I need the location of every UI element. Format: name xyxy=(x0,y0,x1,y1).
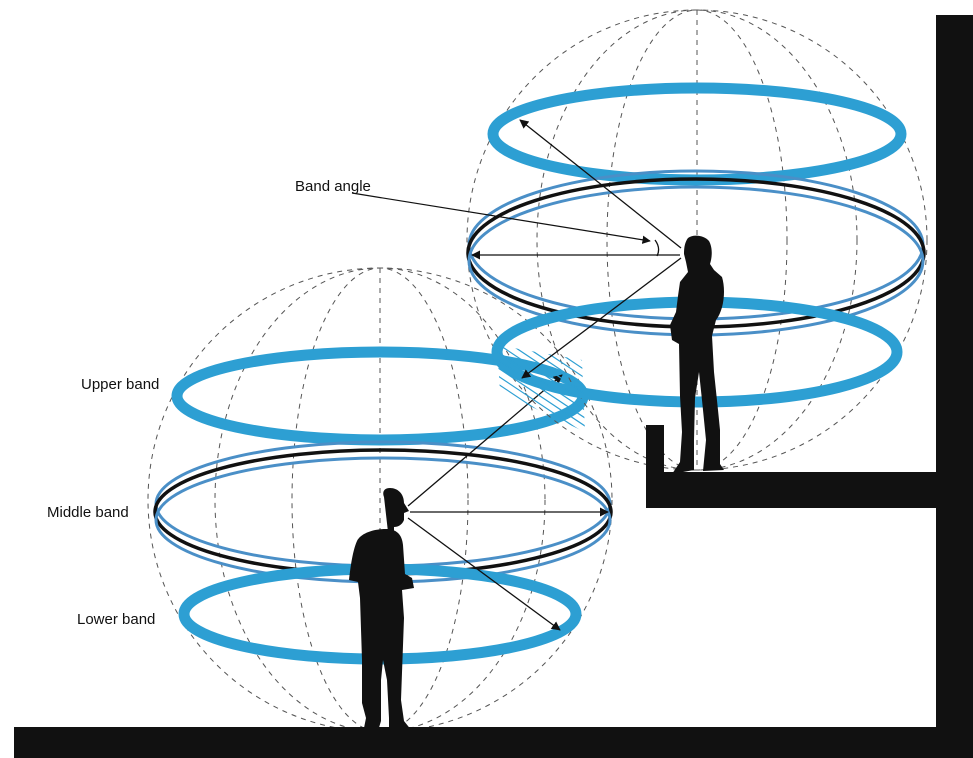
lower-sphere-upper-band xyxy=(171,346,589,446)
middle-band-label: Middle band xyxy=(47,504,129,521)
man-silhouette-icon xyxy=(349,488,414,731)
band-angle-label: Band angle xyxy=(295,178,371,195)
woman-sight-lines xyxy=(471,119,682,379)
man-sight-lines xyxy=(407,374,609,631)
mezzanine-floor xyxy=(646,472,973,508)
woman-silhouette-icon xyxy=(670,235,724,474)
upper-band-label: Upper band xyxy=(81,376,159,393)
lower-band-label: Lower band xyxy=(77,611,155,628)
ground-floor xyxy=(14,727,973,758)
right-wall xyxy=(936,15,973,758)
mezzanine-railing xyxy=(646,425,664,475)
upper-sphere xyxy=(466,9,928,474)
lower-sphere xyxy=(147,267,613,733)
building-structure xyxy=(14,15,973,758)
band-angle-pointer xyxy=(351,192,651,244)
